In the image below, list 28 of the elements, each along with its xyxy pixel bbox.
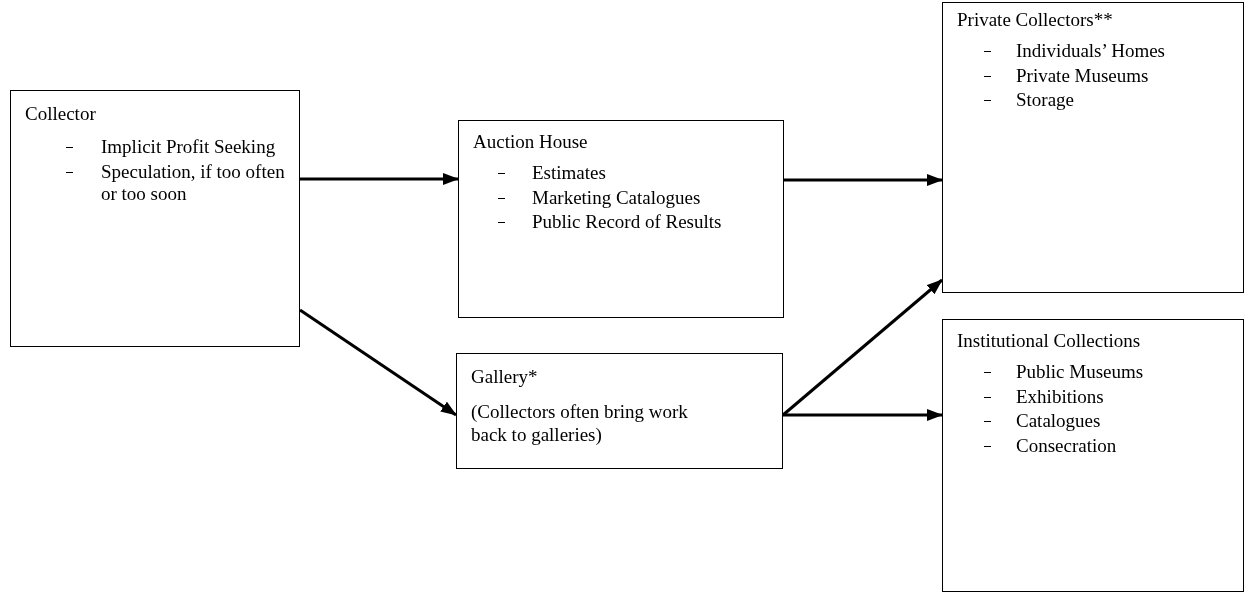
box-heading: Gallery* (471, 366, 539, 389)
list-item-text: Exhibitions (1016, 385, 1104, 407)
box-heading: Private Collectors** (957, 9, 1114, 32)
process-box (10, 90, 300, 347)
list-item-text: Consecration (1016, 435, 1117, 457)
arrow (299, 308, 457, 417)
list-item-text: Individuals’ Homes (1016, 39, 1165, 61)
list-item-text: Storage (1016, 89, 1075, 111)
list-item-text: Implicit Profit Seeking (101, 135, 276, 157)
box-heading: Auction House (473, 131, 589, 154)
box-note: (Collectors often bring work back to galleries) (471, 400, 689, 447)
arrow (783, 409, 943, 421)
list-item-text: Marketing Catalogues (532, 186, 701, 208)
arrow (784, 174, 943, 186)
list-item-text: Speculation, if too often or too soon (101, 160, 285, 205)
arrow (300, 173, 459, 185)
process-box (942, 319, 1244, 592)
process-box (458, 120, 784, 318)
list-item-text: Public Record of Results (532, 211, 722, 233)
arrow (782, 278, 943, 417)
process-box (456, 353, 783, 469)
box-heading: Institutional Collections (957, 330, 1142, 353)
list-item-text: Catalogues (1016, 410, 1101, 432)
list-item-text: Public Museums (1016, 360, 1144, 382)
process-box (942, 2, 1244, 293)
list-item-text: Private Museums (1016, 64, 1149, 86)
box-heading: Collector (25, 103, 97, 126)
list-item-text: Estimates (532, 161, 606, 183)
